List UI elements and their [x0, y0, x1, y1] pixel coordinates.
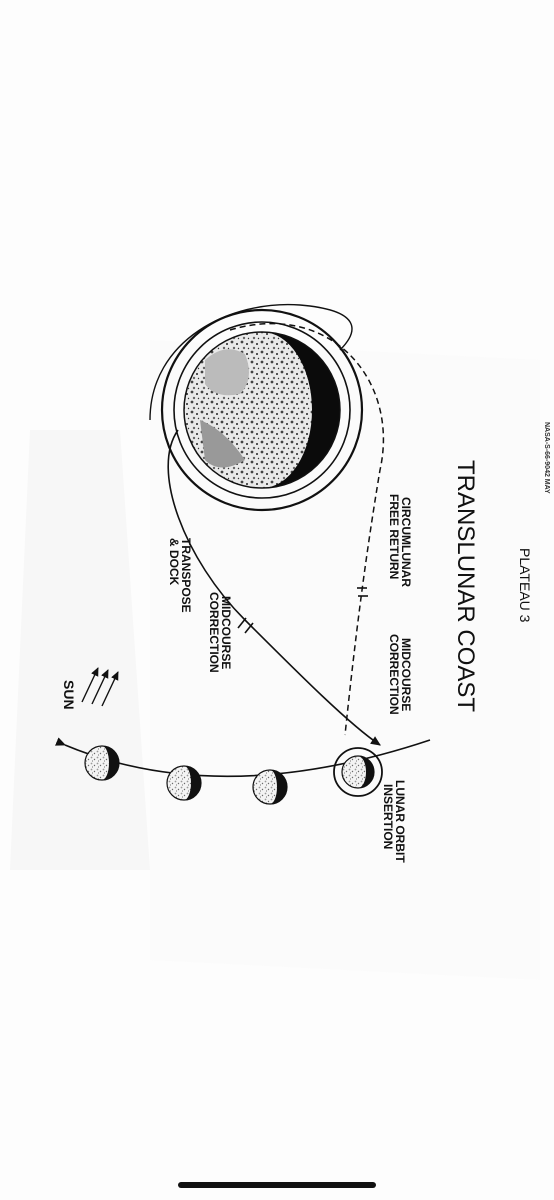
- svg-text:CORRECTION: CORRECTION: [207, 592, 221, 673]
- svg-text:MIDCOURSE: MIDCOURSE: [219, 596, 233, 669]
- moon-icon: [84, 745, 120, 781]
- midcourse-correction-top-label: MIDCOURSE CORRECTION: [387, 634, 413, 715]
- moon-icon-loi: [333, 747, 383, 797]
- svg-text:LUNAR ORBIT: LUNAR ORBIT: [393, 780, 407, 863]
- sun-label: SUN: [61, 680, 77, 710]
- earth-icon: [183, 331, 341, 489]
- midcourse-ticks: [237, 587, 368, 634]
- midcourse-correction-bottom-label: MIDCOURSE CORRECTION: [207, 592, 233, 673]
- moon-icon: [166, 765, 202, 801]
- svg-text:MIDCOURSE: MIDCOURSE: [399, 638, 413, 711]
- moon-icon: [252, 769, 288, 805]
- svg-text:TRANSPOSE: TRANSPOSE: [179, 538, 193, 613]
- svg-text:INSERTION: INSERTION: [381, 784, 395, 849]
- home-indicator[interactable]: [178, 1182, 376, 1188]
- lunar-orbit-insertion-label: LUNAR ORBIT INSERTION: [381, 780, 407, 863]
- circumlunar-free-return-label: CIRCUMLUNAR FREE RETURN: [387, 494, 413, 587]
- svg-text:& DOCK: & DOCK: [167, 538, 181, 586]
- transpose-dock-label: TRANSPOSE & DOCK: [167, 538, 193, 613]
- plateau-label: PLATEAU 3: [517, 548, 533, 623]
- sun-rays-icon: [81, 667, 119, 707]
- doc-header: NASA-S-66-9042 MAY PLATEAU 3 TRANSLUNAR …: [452, 422, 550, 712]
- svg-text:FREE RETURN: FREE RETURN: [387, 494, 401, 579]
- diagram-title: TRANSLUNAR COAST: [452, 460, 479, 712]
- paper-sheet: [10, 340, 540, 980]
- doc-number: NASA-S-66-9042 MAY: [543, 422, 550, 494]
- free-return-trajectory: [229, 322, 385, 736]
- return-loop: [149, 303, 353, 421]
- svg-text:CIRCUMLUNAR: CIRCUMLUNAR: [399, 497, 413, 587]
- earth-orbit-rings: [160, 308, 364, 512]
- svg-text:CORRECTION: CORRECTION: [387, 634, 401, 715]
